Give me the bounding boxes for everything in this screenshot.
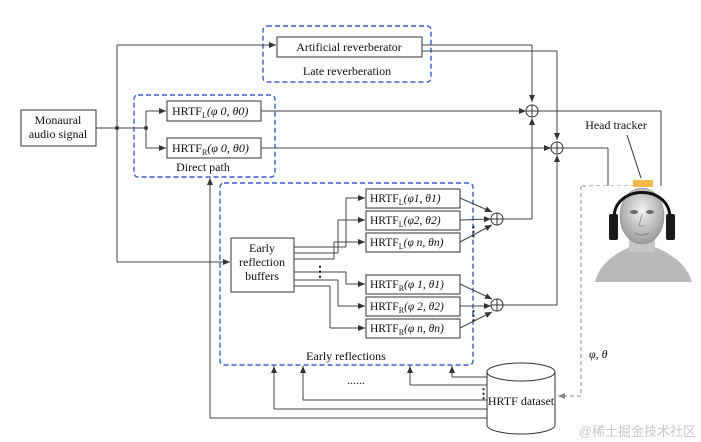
hrtf-l-ellipsis: ⋮ [467, 224, 480, 239]
sum-junction-early-right [490, 298, 504, 312]
head-tracker-pointer [626, 134, 642, 179]
late-reverberation-group [262, 25, 432, 83]
input-label-line1: Monaural [35, 113, 82, 127]
listener-head-image [590, 180, 694, 282]
hrtf-l-direct-label: HRTFL(φ 0, θ0) [172, 104, 248, 120]
direct-path-group [133, 94, 276, 178]
tracker-angles-label: φ, θ [589, 347, 608, 361]
early-buffers-box [230, 237, 295, 293]
direct-path-label: Direct path [176, 160, 230, 174]
hrtf-dataset-label: HRTF dataset [488, 394, 555, 408]
early-reflections-label: Early reflections [306, 349, 386, 363]
hrtf-r-n-box [365, 318, 461, 339]
early-buffers-label-2: reflection [239, 255, 285, 269]
artificial-reverberator-label: Artificial reverberator [296, 40, 402, 54]
watermark: @稀土掘金技术社区 [579, 424, 696, 439]
hrtf-l-2-label: HRTFL(φ2, θ2) [370, 215, 441, 229]
hrtf-r-n-label: HRTFR(φ n, θn) [370, 323, 444, 337]
input-box [20, 109, 97, 147]
labels: Monaural audio signal Artificial reverbe… [29, 40, 647, 408]
hrtf-r-1-label: HRTFR(φ 1, θ1) [370, 279, 444, 293]
early-reflections-group [219, 182, 474, 366]
hrtf-l-1-label: HRTFL(φ1, θ1) [370, 193, 441, 207]
buffers-ellipsis: ⋮ [313, 265, 327, 280]
sum-junction-main-left [525, 104, 539, 118]
sum-junction-early-left [490, 212, 504, 226]
hrtf-r-direct-label: HRTFR(φ 0, θ0) [172, 141, 249, 157]
hrtf-l-n-label: HRTFL(φ n, θn) [370, 237, 444, 251]
early-buffers-label-1: Early [249, 241, 275, 255]
hrtf-dataset-cylinder [486, 362, 556, 435]
late-reverberation-label: Late reverberation [303, 64, 391, 78]
hrtf-l-2-box [365, 210, 461, 231]
input-label-line2: audio signal [29, 127, 88, 141]
sum-junction-main-right [550, 141, 564, 155]
head-tracker-label: Head tracker [585, 118, 647, 132]
signal-lines [96, 42, 664, 419]
hrtf-l-n-box [365, 232, 461, 253]
artificial-reverberator-box [276, 36, 423, 58]
bottom-ellipsis: ...... [347, 373, 365, 387]
hrtf-r-2-label: HRTFR(φ 2, θ2) [370, 301, 444, 315]
dataset-ellipsis: ⋮ [477, 386, 490, 401]
early-buffers-label-3: buffers [245, 269, 279, 283]
hrtf-r-ellipsis: ⋮ [467, 308, 480, 323]
